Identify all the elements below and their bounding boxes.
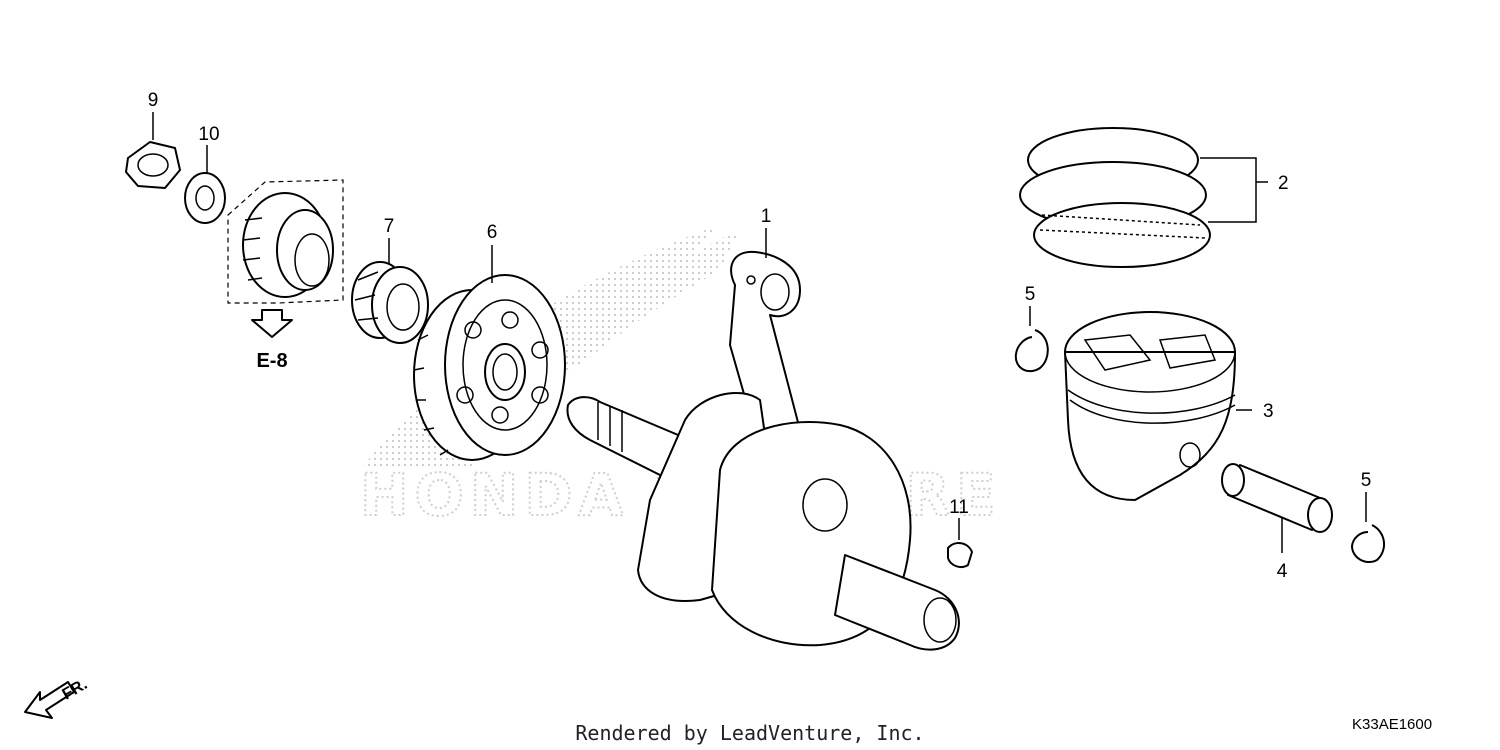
callout-10[interactable]: 10 [198,124,219,145]
callout-3[interactable]: 3 [1263,401,1274,422]
callout-5-left[interactable]: 5 [1025,284,1036,305]
callout-9[interactable]: 9 [148,90,159,111]
callout-5-right[interactable]: 5 [1361,470,1372,491]
callout-1[interactable]: 1 [761,206,772,227]
callout-7[interactable]: 7 [384,216,395,237]
front-direction-indicator: FR. [24,676,90,719]
woodruff-key-part [947,518,973,568]
needle-bearing-part [351,238,429,344]
piston-pin-clip-right-part [1351,492,1385,564]
callout-2[interactable]: 2 [1278,173,1289,194]
callout-6[interactable]: 6 [487,222,498,243]
diagram-code: K33AE1600 [1352,716,1432,733]
front-arrow-icon [24,681,75,719]
primary-drive-gear-group: E-8 [227,179,344,372]
piston-part [1064,311,1252,501]
nut-part [125,112,181,189]
reference-label: E-8 [256,350,287,372]
footer-credit: Rendered by LeadVenture, Inc. [575,721,924,745]
piston-pin-part [1221,463,1333,553]
piston-pin-clip-left-part [1014,306,1049,373]
callout-11[interactable]: 11 [949,497,969,518]
reference-arrow-icon [251,309,293,338]
crankshaft-part [566,228,960,651]
piston-rings-part [1019,127,1268,268]
callout-4[interactable]: 4 [1277,561,1288,582]
driven-gear-part [413,245,566,461]
washer-part [184,145,226,224]
